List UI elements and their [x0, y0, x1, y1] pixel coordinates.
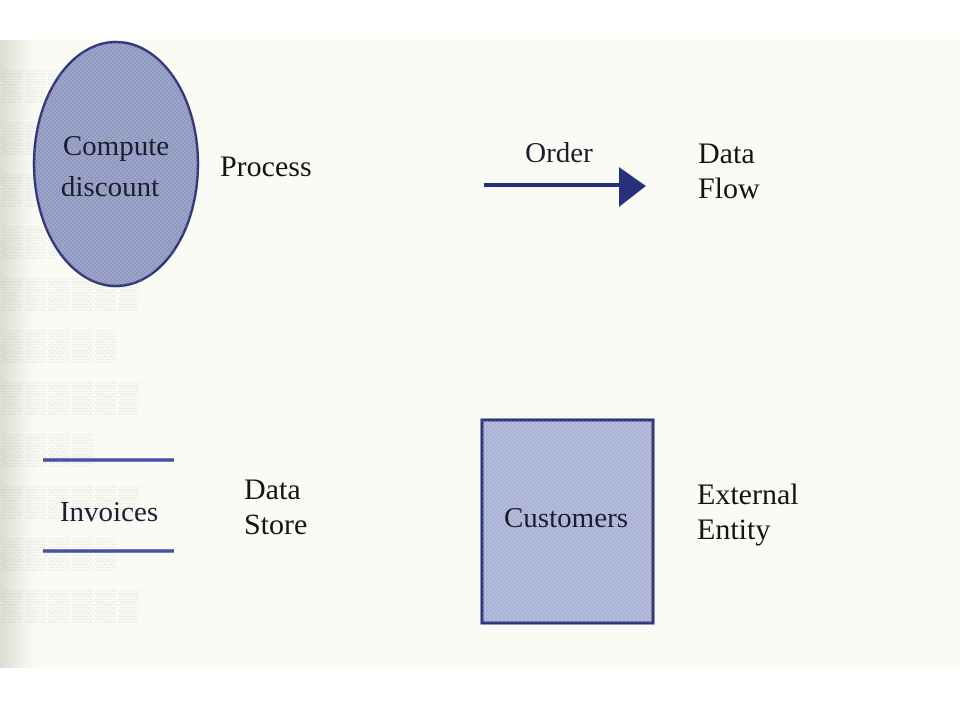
external-entity-caption-line1: External — [697, 478, 799, 511]
data-flow-symbol: Order — [484, 137, 646, 207]
external-entity-symbol: Customers — [480, 418, 655, 625]
process-label-line2: discount — [61, 171, 159, 203]
external-entity-label: Customers — [504, 502, 628, 534]
page-gutter-shadow — [0, 40, 36, 668]
bottom-margin — [0, 668, 960, 720]
data-flow-caption-line2: Flow — [698, 171, 760, 205]
process-caption: Process — [220, 150, 312, 185]
data-flow-label: Order — [525, 137, 593, 169]
process-symbol: Compute discount — [32, 40, 200, 288]
data-store-caption-line1: Data — [244, 473, 301, 506]
data-flow-arrowhead — [619, 167, 646, 207]
external-entity-caption: External Entity — [697, 478, 799, 547]
data-flow-caption: Data Flow — [698, 137, 760, 206]
data-flow-caption-line1: Data — [698, 137, 755, 170]
data-store-caption-line2: Store — [244, 507, 308, 541]
external-entity-caption-line2: Entity — [697, 512, 771, 546]
data-store-label: Invoices — [60, 496, 158, 528]
data-store-symbol: Invoices — [43, 458, 174, 553]
process-caption-text: Process — [220, 150, 312, 183]
data-store-caption: Data Store — [244, 473, 307, 542]
process-label-line1: Compute — [63, 130, 169, 162]
top-margin — [0, 0, 960, 40]
